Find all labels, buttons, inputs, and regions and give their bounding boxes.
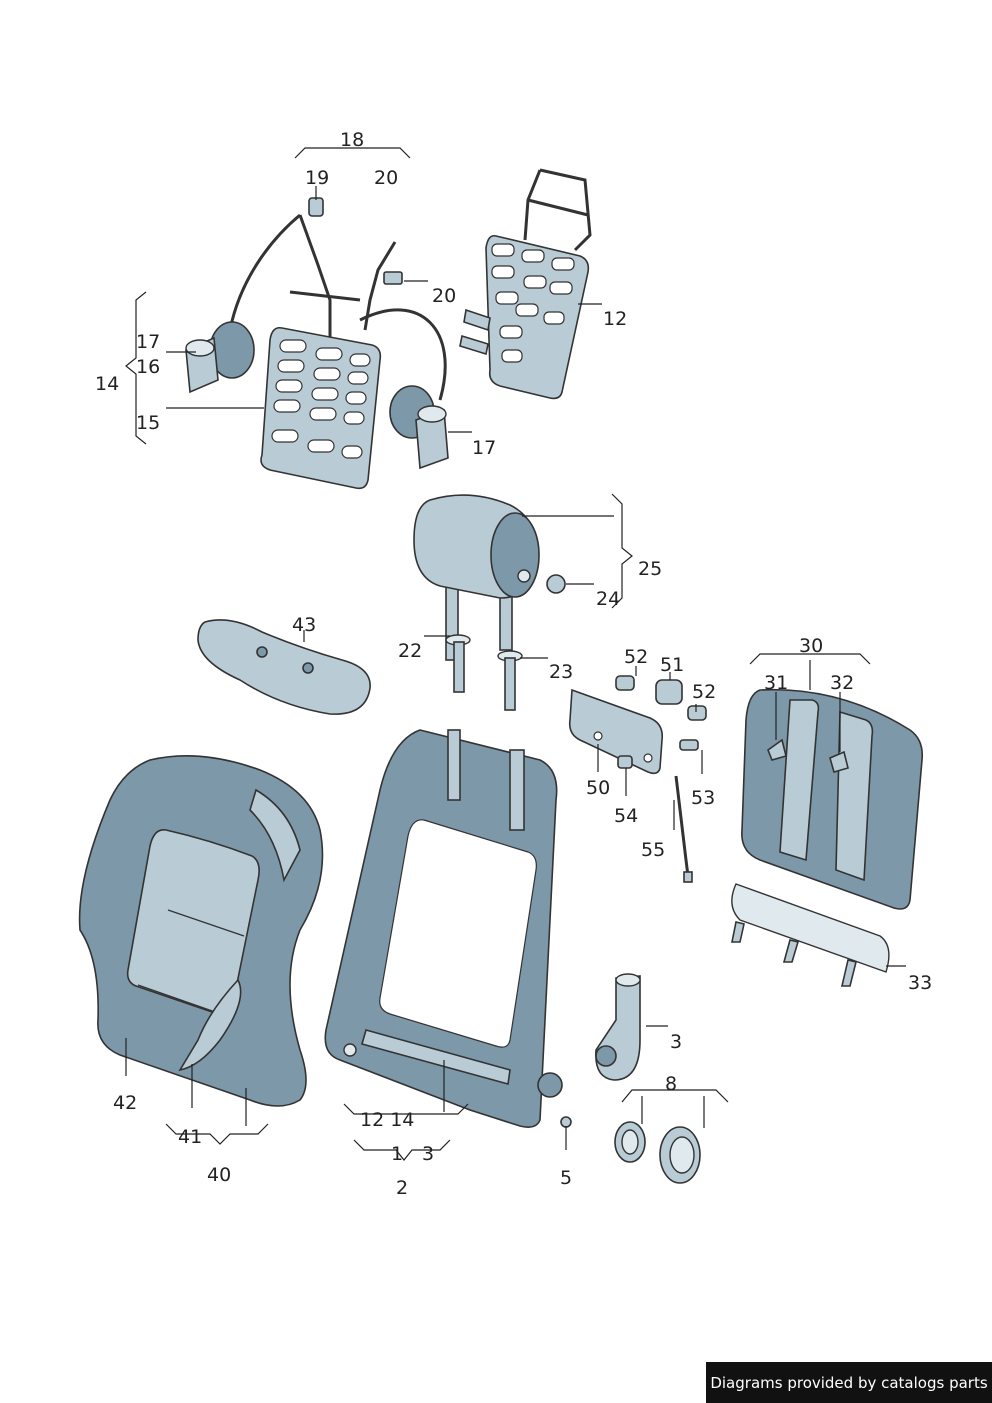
seat-cushion-cover-icon	[78, 754, 324, 1107]
label-55: 55	[641, 839, 665, 861]
label-41: 41	[178, 1126, 202, 1148]
label-12: 12	[603, 308, 627, 330]
attribution-banner: Diagrams provided by catalogs parts	[706, 1362, 992, 1403]
attribution-text: Diagrams provided by catalogs parts	[710, 1373, 988, 1392]
label-54: 54	[614, 805, 638, 827]
label-30: 30	[799, 635, 823, 657]
label-17a: 17	[136, 331, 160, 353]
label-5: 5	[560, 1167, 572, 1189]
label-53: 53	[691, 787, 715, 809]
headrest-icon	[413, 494, 566, 711]
label-50: 50	[586, 777, 610, 799]
backrest-panel-icon	[741, 688, 924, 910]
label-15: 15	[136, 412, 160, 434]
label-2: 2	[396, 1177, 408, 1199]
trim-strip-icon	[731, 883, 890, 987]
bracket-icon	[568, 675, 707, 883]
backrest-mat-icon	[459, 168, 592, 400]
label-16: 16	[136, 356, 160, 378]
label-3b: 3	[422, 1143, 434, 1165]
part-labels: 18 19 20 20 17 16 14 15 17 12 25 24 43 2…	[95, 129, 932, 1199]
leader-lines	[125, 147, 906, 1161]
label-31: 31	[764, 672, 788, 694]
label-51: 51	[660, 654, 684, 676]
label-3a: 3	[670, 1031, 682, 1053]
label-20b: 20	[432, 285, 456, 307]
seat-frame-icon	[324, 729, 563, 1128]
label-23: 23	[549, 661, 573, 683]
label-18: 18	[340, 129, 364, 151]
lumbar-support-icon	[185, 197, 449, 490]
label-24: 24	[596, 588, 620, 610]
label-17b: 17	[472, 437, 496, 459]
pad-icon	[197, 619, 371, 715]
label-43: 43	[292, 614, 316, 636]
label-42: 42	[113, 1092, 137, 1114]
label-14: 14	[95, 373, 119, 395]
label-22: 22	[398, 640, 422, 662]
label-52a: 52	[624, 646, 648, 668]
label-52b: 52	[692, 681, 716, 703]
gear-ring-icon	[614, 1121, 701, 1184]
label-40: 40	[207, 1164, 231, 1186]
label-33: 33	[908, 972, 932, 994]
screw-icon	[560, 1116, 572, 1128]
motor-icon	[595, 973, 641, 1081]
label-8: 8	[665, 1073, 677, 1095]
label-19: 19	[305, 167, 329, 189]
label-20a: 20	[374, 167, 398, 189]
label-12-14: 12 14	[360, 1109, 414, 1131]
label-32: 32	[830, 672, 854, 694]
label-25: 25	[638, 558, 662, 580]
label-1: 1	[391, 1143, 403, 1165]
